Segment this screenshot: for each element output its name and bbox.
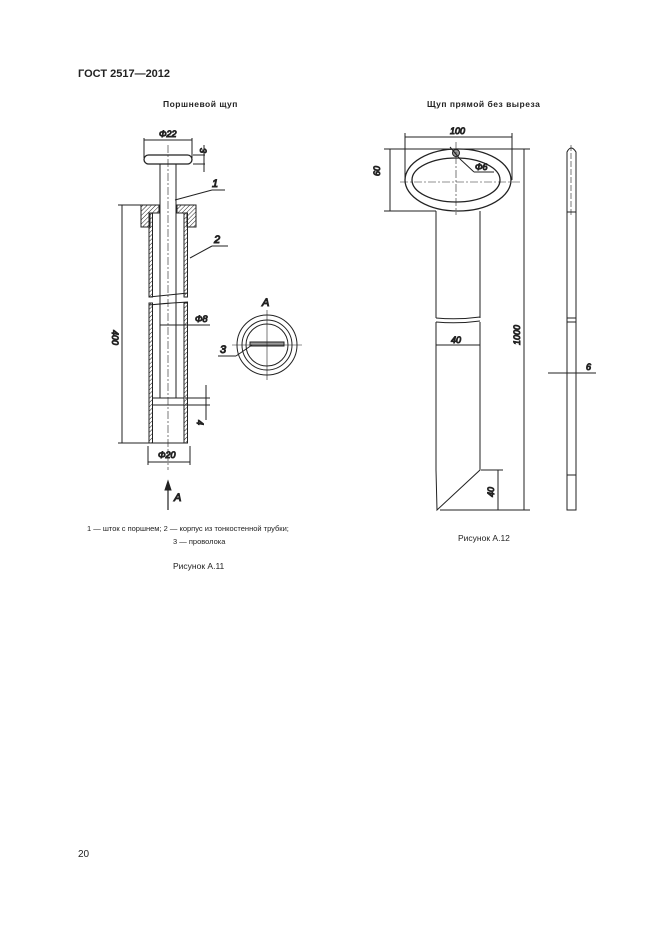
label-view-arrow: A <box>173 492 181 504</box>
label-rod: 1 <box>212 178 218 190</box>
dim-piston: 4 <box>195 420 205 425</box>
page-number: 20 <box>78 849 90 860</box>
figure-11-legend-line2: 3 — проволока <box>173 537 226 546</box>
piston-probe-drawing <box>118 138 302 510</box>
dim-tube-dia: Φ20 <box>158 450 176 460</box>
label-wire: 3 <box>220 344 227 356</box>
figure-12-title: Щуп прямой без выреза <box>427 99 541 109</box>
dim-tip-length: 40 <box>486 487 496 497</box>
dim-rod-width: 40 <box>451 335 461 345</box>
dim-rod-dia: Φ8 <box>195 314 208 324</box>
dim-ring-width: 100 <box>450 126 465 136</box>
figure-11-caption: Рисунок А.11 <box>173 561 225 571</box>
figure-11-title: Поршневой щуп <box>163 99 238 109</box>
dim-hole-dia: Φ6 <box>475 162 488 172</box>
dim-head-thk: 3 <box>198 148 208 153</box>
dim-length: 1000 <box>512 325 522 345</box>
dim-length: 400 <box>110 330 120 345</box>
label-tube: 2 <box>213 234 220 246</box>
figure-12-caption: Рисунок А.12 <box>458 533 510 543</box>
label-view: A <box>261 297 269 309</box>
dim-thickness: 6 <box>586 362 591 372</box>
document-header: ГОСТ 2517—2012 <box>78 68 171 80</box>
dim-ring-height: 60 <box>372 166 382 176</box>
dim-head-dia: Φ22 <box>159 129 177 139</box>
figure-11-legend-line1: 1 — шток с поршнем; 2 — корпус из тонкос… <box>87 524 289 533</box>
straight-probe-drawing <box>384 133 596 512</box>
